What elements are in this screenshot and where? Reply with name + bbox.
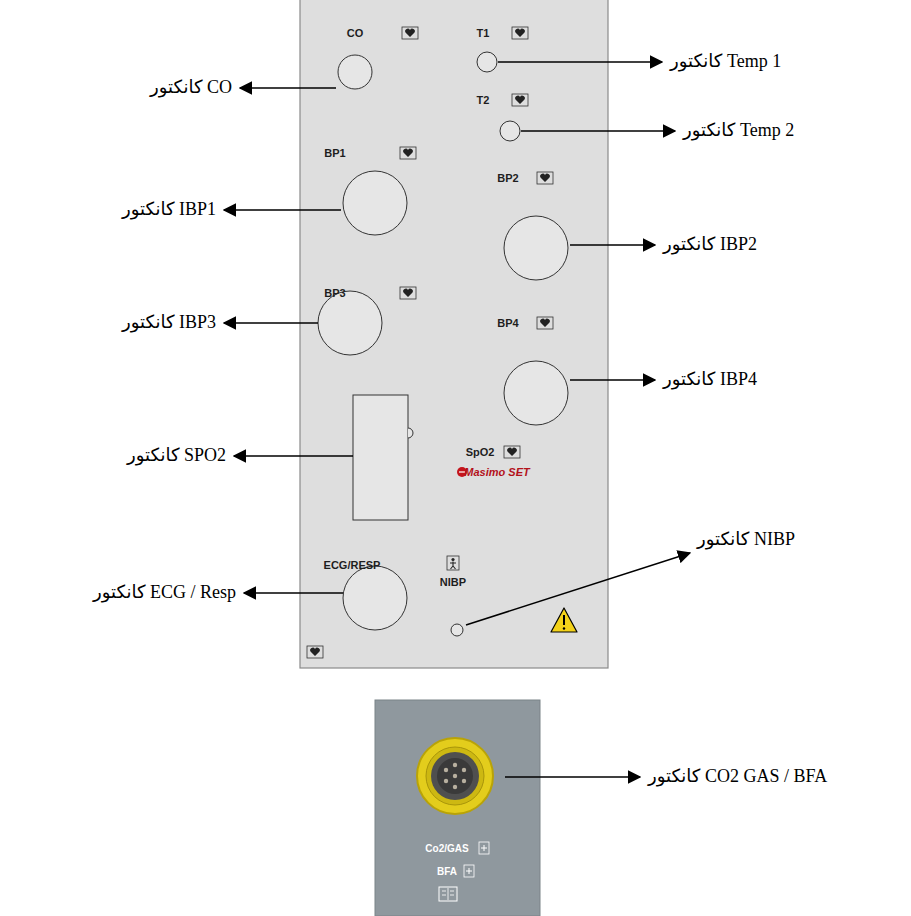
leader-arrows bbox=[466, 553, 690, 625]
connector-label: کانکتور IBP4 bbox=[663, 369, 757, 391]
heart-icons bbox=[504, 446, 520, 458]
leader-arrows bbox=[505, 776, 640, 778]
connector-sockets bbox=[500, 121, 520, 141]
gas-connector-photo bbox=[453, 774, 457, 778]
leader-arrows bbox=[570, 244, 655, 246]
gas-connector-photo bbox=[417, 738, 493, 814]
warning-triangle bbox=[551, 608, 577, 632]
heart-icons bbox=[537, 317, 553, 329]
gas-connector-photo bbox=[479, 842, 489, 854]
leader-arrows bbox=[234, 455, 353, 457]
masimo-logo-mark bbox=[459, 471, 465, 472]
connector-sockets bbox=[343, 171, 407, 235]
gas-connector-photo bbox=[442, 888, 454, 900]
gas-connector-photo bbox=[431, 752, 479, 800]
connector-label: کانکتور Temp 1 bbox=[670, 51, 781, 73]
gas-connector-photo bbox=[444, 779, 448, 783]
warning-triangle bbox=[551, 608, 577, 632]
leader-arrows bbox=[224, 62, 690, 777]
connector-sockets bbox=[504, 361, 568, 425]
heart-icons bbox=[402, 27, 418, 39]
gas-connector-photo bbox=[464, 865, 474, 877]
connector-name: BP4 bbox=[497, 317, 518, 329]
gas-connector-photo bbox=[466, 868, 472, 874]
patient-icon bbox=[447, 556, 459, 570]
connector-name: BP3 bbox=[324, 287, 345, 299]
connector-sockets bbox=[338, 55, 372, 89]
warning-triangle bbox=[563, 627, 565, 629]
spo2-socket bbox=[408, 428, 413, 438]
connector-name: BFA bbox=[437, 866, 457, 877]
leader-arrows bbox=[570, 379, 655, 381]
gas-connector-photo bbox=[462, 779, 466, 783]
leader-arrows bbox=[240, 87, 336, 89]
connector-label: کانکتور Temp 2 bbox=[683, 120, 794, 142]
spo2-socket bbox=[353, 395, 408, 520]
connector-sockets bbox=[318, 291, 382, 355]
connector-label: کانکتور IBP1 bbox=[122, 199, 216, 221]
connector-sockets bbox=[343, 566, 407, 630]
connector-label: کانکتور CO2 GAS / BFA bbox=[648, 766, 827, 788]
spo2-socket bbox=[353, 395, 413, 520]
heart-icons bbox=[512, 27, 528, 39]
connector-name: SpO2 bbox=[466, 446, 495, 458]
connector-name: Co2/GAS bbox=[425, 843, 468, 854]
connector-label: کانکتور ECG / Resp bbox=[93, 582, 236, 604]
front-panel bbox=[300, 0, 608, 668]
leader-arrows bbox=[498, 61, 662, 63]
warning-triangle bbox=[563, 615, 565, 625]
connector-name: Masimo SET bbox=[464, 466, 529, 478]
connector-label: کانکتور IBP3 bbox=[122, 312, 216, 334]
gas-connector-photo bbox=[453, 763, 457, 767]
leader-arrows bbox=[521, 130, 675, 132]
connector-name: T2 bbox=[477, 94, 490, 106]
connector-name: NIBP bbox=[440, 576, 466, 588]
connector-label: کانکتور CO bbox=[150, 77, 232, 99]
gas-connector-photo bbox=[437, 758, 473, 794]
heart-icons bbox=[307, 646, 323, 658]
connector-sockets bbox=[451, 624, 463, 636]
gas-connector-photo bbox=[439, 887, 457, 901]
heart-icons bbox=[400, 287, 416, 299]
gas-connector-photo bbox=[462, 768, 466, 772]
connector-name: ECG/RESP bbox=[324, 559, 381, 571]
connector-name: CO bbox=[347, 27, 364, 39]
connector-panel: CO T1T2BP1BP2BP3BP4SpO2Masimo SET ECG/RESP… bbox=[300, 0, 608, 668]
gas-connector-photo bbox=[426, 747, 484, 805]
heart-icons bbox=[307, 27, 553, 658]
gas-connector-photo bbox=[375, 700, 540, 916]
gas-connector-photo bbox=[375, 700, 540, 916]
gas-connector-photo bbox=[375, 700, 540, 916]
connector-sockets bbox=[477, 52, 497, 72]
heart-icons bbox=[400, 147, 416, 159]
connector-label: کانکتور IBP2 bbox=[663, 234, 757, 256]
heart-icons bbox=[537, 172, 553, 184]
gas-connector: Co2/GAS BFA bbox=[375, 700, 540, 916]
connector-sockets bbox=[318, 52, 568, 636]
connector-name: BP2 bbox=[497, 172, 518, 184]
heart-icons bbox=[512, 94, 528, 106]
leader-arrows bbox=[244, 592, 343, 594]
gas-connector-photo bbox=[453, 785, 457, 789]
leader-arrows bbox=[224, 209, 341, 211]
leader-arrows bbox=[224, 322, 318, 324]
gas-connector-photo bbox=[481, 845, 487, 851]
connector-label: کانکتور SPO2 bbox=[127, 445, 226, 467]
gas-connector-photo bbox=[444, 763, 466, 789]
connector-name: T1 bbox=[477, 27, 490, 39]
gas-connector-photo bbox=[444, 768, 448, 772]
connector-sockets bbox=[504, 216, 568, 280]
connector-name: BP1 bbox=[324, 147, 345, 159]
connector-label: کانکتور NIBP bbox=[697, 529, 795, 551]
